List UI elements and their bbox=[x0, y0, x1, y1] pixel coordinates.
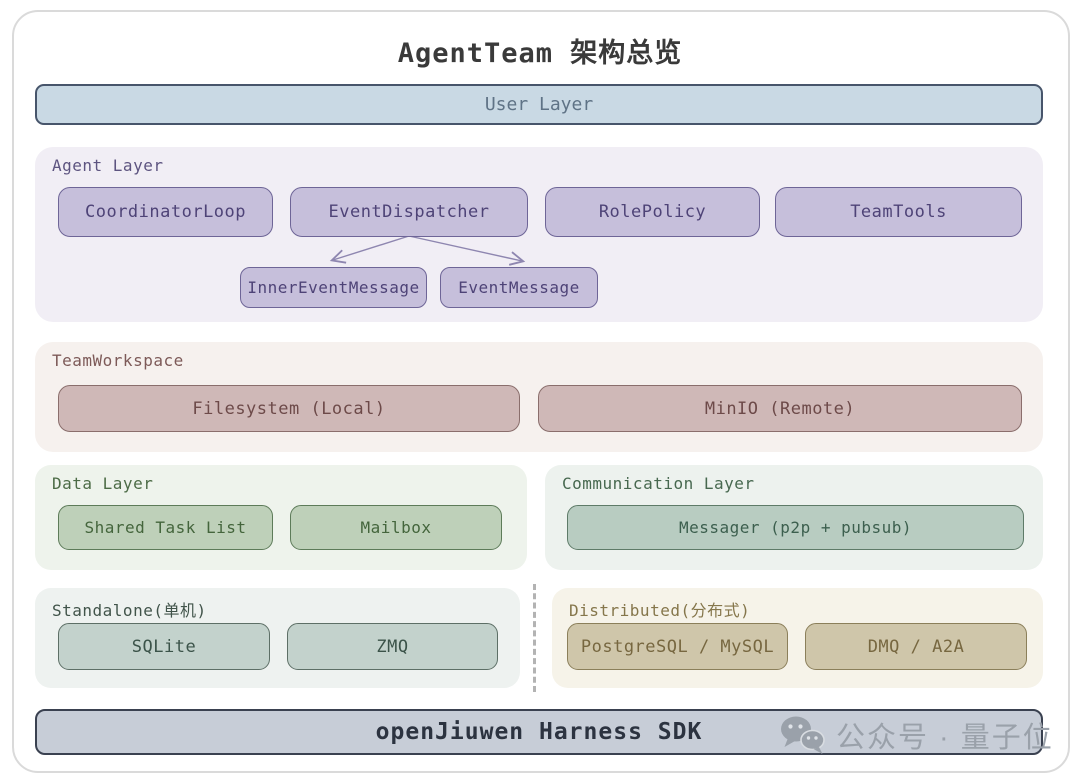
messager-box: Messager (p2p + pubsub) bbox=[567, 505, 1024, 550]
role-policy-box: RolePolicy bbox=[545, 187, 760, 237]
event-dispatcher-label: EventDispatcher bbox=[328, 202, 490, 222]
watermark: 公众号 · 量子位 bbox=[779, 714, 1054, 756]
communication-layer-label: Communication Layer bbox=[562, 474, 755, 493]
team-workspace-label: TeamWorkspace bbox=[52, 351, 184, 370]
shared-task-list-box: Shared Task List bbox=[58, 505, 273, 550]
team-tools-label: TeamTools bbox=[850, 202, 947, 222]
agent-layer-section: Agent Layer CoordinatorLoop EventDispatc… bbox=[35, 147, 1043, 322]
data-layer-label: Data Layer bbox=[52, 474, 154, 493]
filesystem-local-label: Filesystem (Local) bbox=[192, 398, 386, 419]
event-message-label: EventMessage bbox=[458, 278, 580, 297]
minio-remote-label: MinIO (Remote) bbox=[704, 398, 856, 419]
zmq-box: ZMQ bbox=[287, 623, 498, 670]
watermark-text: 公众号 · 量子位 bbox=[836, 722, 1054, 754]
mailbox-box: Mailbox bbox=[290, 505, 502, 550]
zmq-label: ZMQ bbox=[376, 636, 409, 657]
data-layer-section: Data Layer Shared Task List Mailbox bbox=[35, 465, 527, 570]
sqlite-box: SQLite bbox=[58, 623, 270, 670]
distributed-section: Distributed(分布式) PostgreSQL / MySQL DMQ … bbox=[552, 588, 1043, 688]
communication-layer-section: Communication Layer Messager (p2p + pubs… bbox=[545, 465, 1043, 570]
postgresql-mysql-label: PostgreSQL / MySQL bbox=[580, 636, 775, 657]
filesystem-local-box: Filesystem (Local) bbox=[58, 385, 520, 432]
sqlite-label: SQLite bbox=[131, 636, 197, 657]
distributed-label: Distributed(分布式) bbox=[569, 601, 751, 620]
sdk-bar: openJiuwen Harness SDK bbox=[35, 709, 1043, 755]
inner-event-message-box: InnerEventMessage bbox=[240, 267, 427, 308]
shared-task-list-label: Shared Task List bbox=[84, 518, 247, 537]
dmq-a2a-box: DMQ / A2A bbox=[805, 623, 1027, 670]
mailbox-label: Mailbox bbox=[360, 518, 432, 537]
coordinator-loop-box: CoordinatorLoop bbox=[58, 187, 273, 237]
standalone-distributed-divider bbox=[533, 584, 536, 692]
messager-label: Messager (p2p + pubsub) bbox=[678, 518, 913, 537]
event-dispatcher-box: EventDispatcher bbox=[290, 187, 528, 237]
user-layer-bar: User Layer bbox=[35, 84, 1043, 125]
inner-event-message-label: InnerEventMessage bbox=[247, 278, 420, 297]
team-tools-box: TeamTools bbox=[775, 187, 1022, 237]
agent-layer-label: Agent Layer bbox=[52, 156, 164, 175]
postgresql-mysql-box: PostgreSQL / MySQL bbox=[567, 623, 788, 670]
standalone-section: Standalone(单机) SQLite ZMQ bbox=[35, 588, 520, 688]
team-workspace-section: TeamWorkspace Filesystem (Local) MinIO (… bbox=[35, 342, 1043, 452]
page-title: AgentTeam 架构总览 bbox=[397, 38, 683, 69]
wechat-icon bbox=[781, 716, 825, 754]
coordinator-loop-label: CoordinatorLoop bbox=[84, 202, 247, 222]
minio-remote-box: MinIO (Remote) bbox=[538, 385, 1022, 432]
event-message-box: EventMessage bbox=[440, 267, 598, 308]
user-layer-label: User Layer bbox=[484, 94, 594, 115]
standalone-label: Standalone(单机) bbox=[52, 601, 207, 620]
sdk-bar-label: openJiuwen Harness SDK bbox=[375, 719, 703, 745]
role-policy-label: RolePolicy bbox=[598, 202, 707, 222]
dmq-a2a-label: DMQ / A2A bbox=[867, 636, 965, 657]
